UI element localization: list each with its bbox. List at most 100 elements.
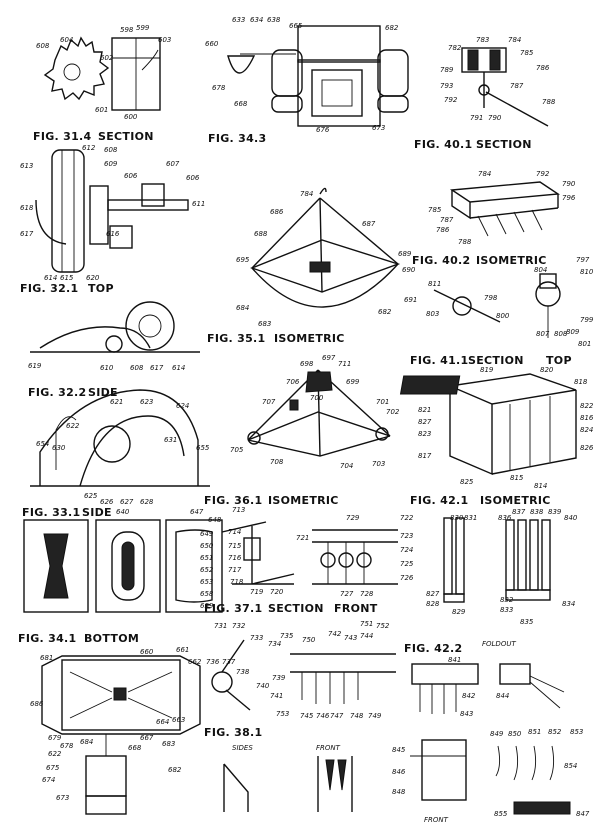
ref-label: 819 [480,366,494,374]
ref-label: 788 [542,98,556,106]
fig-33-1-caption: FIG. 33.1 [22,506,80,519]
fig-35-1-drawing: 784 686 687 688 695 689 690 691 682 684 … [207,187,417,345]
fig-32-1-caption: FIG. 32.1 [20,282,78,295]
ref-label: 835 [520,618,534,626]
ref-label: 682 [385,24,399,32]
ref-label: 833 [500,606,513,614]
ref-label: 796 [562,194,576,202]
ref-label: 720 [270,588,284,596]
ref-label: 700 [310,394,324,402]
ref-label: 783 [476,36,489,44]
ref-label: 790 [488,114,502,122]
ref-label: 784 [478,170,491,178]
ref-label: 663 [172,716,185,724]
ref-label: 731 [214,622,227,630]
ref-label: 834 [562,600,575,608]
fig-42-1-caption: FIG. 42.1 [410,494,468,507]
ref-label: 714 [228,528,241,536]
ref-label: 789 [440,66,454,74]
ref-label: 721 [296,534,309,542]
fig-40-1-caption: FIG. 40.1 [414,138,472,151]
ref-label: 691 [404,296,417,304]
ref-label: 606 [124,172,138,180]
ref-label: 809 [566,328,580,336]
ref-label: 727 [340,590,354,598]
ref-label: 728 [360,590,374,598]
ref-label: 792 [536,170,550,178]
ref-label: 792 [444,96,458,104]
ref-label: 803 [426,310,439,318]
ref-label: 841 [448,656,461,664]
ref-label: 702 [386,408,400,416]
fig-40-1-note: SECTION [476,138,532,151]
ref-label: 699 [346,378,360,386]
ref-label: 831 [464,514,477,522]
ref-label: 726 [400,574,414,582]
ref-label: 701 [376,398,389,406]
ref-label: 601 [95,106,108,114]
fig-41-1-note: SECTION [468,354,524,367]
fig-34-1-drawing: 660 661 662 681 686 679 678 684 664 663 … [18,632,202,815]
ref-label: 797 [576,256,590,264]
ref-label: 817 [418,452,432,460]
fig-32-2-note: SIDE [88,386,118,399]
ref-label: 748 [350,712,364,720]
ref-label: 703 [372,460,385,468]
ref-label: 818 [574,378,588,386]
ref-label: 739 [272,674,286,682]
ref-label: 686 [270,208,284,216]
fig-31-4-drawing: 608 604 598 599 603 601 600 602 FIG. 31.… [33,24,171,143]
ref-label: 852 [548,728,562,736]
ref-label: 722 [400,514,414,522]
front-label-a: FRONT [316,744,341,752]
fig-42-2-caption: FIG. 42.2 [404,642,462,655]
ref-label: 676 [316,126,330,134]
ref-label: 827 [418,418,432,426]
ref-label: 782 [448,44,462,52]
ref-label: 612 [82,144,96,152]
ref-label: 807 [536,330,550,338]
ref-label: 785 [428,206,442,214]
ref-label: 611 [192,200,205,208]
ref-label: 822 [580,402,594,410]
ref-label: 626 [100,498,114,506]
ref-label: 738 [236,668,250,676]
ref-label: 688 [254,230,268,238]
ref-label: 599 [136,24,150,32]
ref-label: 695 [236,256,250,264]
ref-label: 830 [450,514,464,522]
fig-35-1-caption: FIG. 35.1 [207,332,265,345]
fig-42-1-drawing: 830 831 836 837 838 839 840 827 828 829 … [410,494,578,626]
ref-label: 623 [140,398,153,406]
ref-label: 836 [498,514,512,522]
ref-label: 681 [40,654,53,662]
ref-label: 838 [530,508,544,516]
ref-label: 690 [402,266,416,274]
ref-label: 625 [84,492,98,500]
fig-35-1-note: ISOMETRIC [274,332,345,345]
ref-label: 613 [20,162,33,170]
ref-label: 851 [528,728,541,736]
ref-label: 707 [262,398,276,406]
fig-32-1-drawing: 613 612 608 609 606 607 606 611 618 617 … [20,144,205,295]
ref-label: 653 [200,578,213,586]
ref-label: 810 [580,268,594,276]
ref-label: 683 [258,320,271,328]
ref-label: 793 [440,82,453,90]
ref-label: 662 [188,658,202,666]
ref-label: 686 [30,700,44,708]
ref-label: 744 [360,632,373,640]
fig-32-2-drawing: 619 610 608 617 614 621 623 624 622 654 … [28,301,210,506]
ref-label: 608 [36,42,50,50]
ref-label: 631 [164,436,177,444]
fig-38-1-caption: FIG. 38.1 [204,726,262,739]
front-label-b: FRONT [424,816,449,824]
ref-label: 683 [162,740,175,748]
ref-label: 622 [66,422,80,430]
ref-label: 732 [232,622,246,630]
ref-label: 659 [200,602,214,610]
ref-label: 808 [554,330,568,338]
ref-label: 620 [86,274,100,282]
ref-label: 717 [228,566,242,574]
ref-label: 820 [540,366,554,374]
